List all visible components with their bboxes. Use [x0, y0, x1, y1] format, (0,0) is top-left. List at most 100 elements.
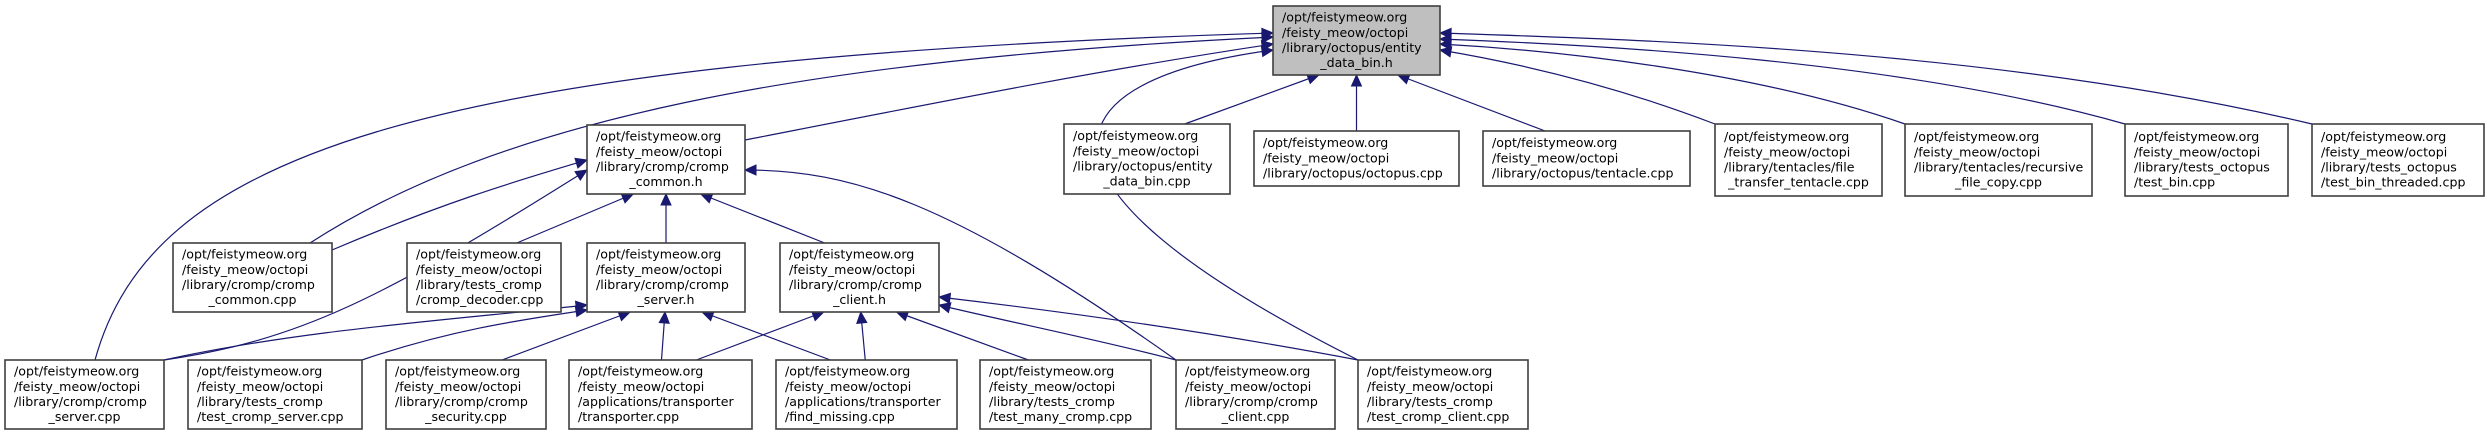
- node-test-cromp-server-cpp[interactable]: /opt/feistymeow.org/feisty_meow/octopi/l…: [187, 359, 363, 430]
- node-label-line: _common.h: [628, 174, 702, 189]
- node-tentacle-cpp[interactable]: /opt/feistymeow.org/feisty_meow/octopi/l…: [1482, 130, 1691, 187]
- node-label-line: /library/cromp/cromp: [14, 394, 147, 409]
- node-label-line: /opt/feistymeow.org: [197, 364, 322, 379]
- node-label-line: /opt/feistymeow.org: [1724, 129, 1849, 144]
- edge-line: [744, 43, 1274, 141]
- node-label-line: /opt/feistymeow.org: [1367, 364, 1492, 379]
- node-cromp-decoder-cpp[interactable]: /opt/feistymeow.org/feisty_meow/octopi/l…: [406, 242, 562, 313]
- node-box: [1357, 359, 1529, 430]
- edge-cromp_server_cpp-to-cromp_common_h: [163, 169, 589, 361]
- node-box: [1904, 123, 2093, 197]
- node-label-line: _client.h: [832, 292, 886, 307]
- edge-line: [163, 169, 588, 361]
- arrowhead-icon: [743, 164, 757, 176]
- node-label-line: /feisty_meow/octopi: [596, 262, 722, 277]
- arrowhead-icon: [1438, 27, 1452, 40]
- node-label-line: _server.h: [637, 292, 695, 307]
- node-octopus-cpp[interactable]: /opt/feistymeow.org/feisty_meow/octopi/l…: [1253, 130, 1460, 187]
- node-label-line: _client.cpp: [1221, 409, 1290, 424]
- node-box: [1063, 123, 1231, 195]
- node-label-line: /applications/transporter: [578, 394, 734, 409]
- node-label-line: /opt/feistymeow.org: [416, 247, 541, 262]
- node-label-line: /feisty_meow/octopi: [1185, 379, 1311, 394]
- edge-line: [361, 309, 588, 361]
- node-label-line: /opt/feistymeow.org: [989, 364, 1114, 379]
- node-label-line: /library/tests_cromp: [416, 277, 542, 292]
- node-label-line: /library/tests_octopus: [2134, 160, 2270, 175]
- arrowhead-icon: [620, 193, 635, 204]
- node-test-bin-cpp[interactable]: /opt/feistymeow.org/feisty_meow/octopi/l…: [2124, 123, 2289, 197]
- node-label-line: /opt/feistymeow.org: [2134, 129, 2259, 144]
- node-label-line: /library/octopus/tentacle.cpp: [1492, 166, 1673, 181]
- node-label-line: /opt/feistymeow.org: [785, 364, 910, 379]
- node-test-bin-threaded-cpp[interactable]: /opt/feistymeow.org/feisty_meow/octopi/l…: [2311, 123, 2485, 197]
- node-box: [775, 359, 958, 430]
- edge-tentacle_cpp-to-root: [1396, 73, 1546, 132]
- node-cromp-common-cpp[interactable]: /opt/feistymeow.org/feisty_meow/octopi/l…: [172, 242, 333, 313]
- edge-line: [938, 304, 1177, 361]
- node-find-missing-cpp[interactable]: /opt/feistymeow.org/feisty_meow/octopi/a…: [775, 359, 958, 430]
- node-label-line: /feisty_meow/octopi: [578, 379, 704, 394]
- node-label-line: /feisty_meow/octopi: [596, 144, 722, 159]
- node-label-line: /applications/transporter: [785, 394, 941, 409]
- node-label-line: /transporter.cpp: [578, 409, 679, 424]
- node-label-line: /feisty_meow/octopi: [789, 262, 915, 277]
- node-label-line: /library/octopus/entity: [1282, 40, 1422, 55]
- node-cromp-common-h[interactable]: /opt/feistymeow.org/feisty_meow/octopi/l…: [586, 124, 746, 195]
- edge-line: [696, 311, 824, 361]
- node-cromp-security-cpp[interactable]: /opt/feistymeow.org/feisty_meow/octopi/l…: [385, 359, 547, 430]
- edge-test_cromp_server_cpp-to-cromp_server_h: [361, 305, 589, 361]
- node-test-many-cromp-cpp[interactable]: /opt/feistymeow.org/feisty_meow/octopi/l…: [979, 359, 1152, 430]
- node-cromp-server-cpp[interactable]: /opt/feistymeow.org/feisty_meow/octopi/l…: [4, 359, 165, 430]
- edge-test_cromp_client_cpp-to-root: [1097, 45, 1359, 361]
- edge-line: [1439, 43, 1906, 125]
- node-box: [586, 124, 746, 195]
- node-transporter-cpp[interactable]: /opt/feistymeow.org/feisty_meow/octopi/a…: [568, 359, 753, 430]
- edge-cromp_client_h-to-cromp_common_h: [699, 192, 825, 244]
- edge-line: [309, 36, 1274, 244]
- node-cromp-client-h[interactable]: /opt/feistymeow.org/feisty_meow/octopi/l…: [779, 242, 940, 313]
- node-label-line: /opt/feistymeow.org: [1263, 135, 1388, 150]
- node-label-line: /feisty_meow/octopi: [1282, 25, 1408, 40]
- edge-line: [331, 159, 588, 251]
- edge-line: [516, 193, 634, 244]
- edge-cromp_server_cpp-to-root: [94, 27, 1275, 361]
- arrowhead-icon: [937, 302, 952, 314]
- node-box: [1175, 359, 1336, 430]
- arrowhead-icon: [937, 292, 952, 305]
- node-label-line: /library/tentacles/file: [1724, 160, 1855, 175]
- node-box: [385, 359, 547, 430]
- node-label-line: /library/cromp/cromp: [395, 394, 528, 409]
- node-recursive-file-copy-cpp[interactable]: /opt/feistymeow.org/feisty_meow/octopi/l…: [1904, 123, 2093, 197]
- node-label-line: /feisty_meow/octopi: [1914, 144, 2040, 159]
- node-box: [779, 242, 940, 313]
- edge-test_many_cromp_cpp-to-cromp_client_h: [895, 310, 1029, 361]
- edge-find_missing_cpp-to-cromp_client_h: [856, 310, 868, 361]
- node-box: [187, 359, 363, 430]
- edge-octopus_cpp-to-root: [1350, 73, 1363, 131]
- node-cromp-server-h[interactable]: /opt/feistymeow.org/feisty_meow/octopi/l…: [586, 242, 746, 313]
- node-label-line: /test_cromp_client.cpp: [1367, 409, 1509, 424]
- edge-test_bin_cpp-to-root: [1438, 33, 2126, 125]
- edge-cromp_security_cpp-to-cromp_server_h: [501, 310, 632, 361]
- node-cromp-client-cpp[interactable]: /opt/feistymeow.org/feisty_meow/octopi/l…: [1175, 359, 1336, 430]
- edge-test_bin_threaded_cpp-to-root: [1438, 27, 2313, 125]
- edge-cromp_client_cpp-to-cromp_common_h: [743, 164, 1177, 361]
- edge-cromp_client_cpp-to-cromp_client_h: [937, 302, 1177, 361]
- edge-line: [501, 311, 631, 361]
- node-label-line: /feisty_meow/octopi: [14, 379, 140, 394]
- node-entity-data-bin-cpp[interactable]: /opt/feistymeow.org/feisty_meow/octopi/l…: [1063, 123, 1231, 195]
- node-label-line: /feisty_meow/octopi: [785, 379, 911, 394]
- node-label-line: _data_bin.cpp: [1102, 174, 1190, 189]
- node-label-line: /feisty_meow/octopi: [182, 262, 308, 277]
- node-label-line: /test_many_cromp.cpp: [989, 409, 1132, 424]
- edge-line: [1184, 74, 1319, 125]
- edge-test_cromp_client_cpp-to-cromp_client_h: [937, 292, 1359, 361]
- node-label-line: /opt/feistymeow.org: [596, 247, 721, 262]
- node-test-cromp-client-cpp[interactable]: /opt/feistymeow.org/feisty_meow/octopi/l…: [1357, 359, 1529, 430]
- edge-line: [938, 296, 1359, 361]
- edge-line: [700, 193, 825, 244]
- edge-line: [1397, 74, 1546, 132]
- node-box: [1272, 5, 1441, 76]
- node-file-transfer-tentacle-cpp[interactable]: /opt/feistymeow.org/feisty_meow/octopi/l…: [1714, 123, 1883, 197]
